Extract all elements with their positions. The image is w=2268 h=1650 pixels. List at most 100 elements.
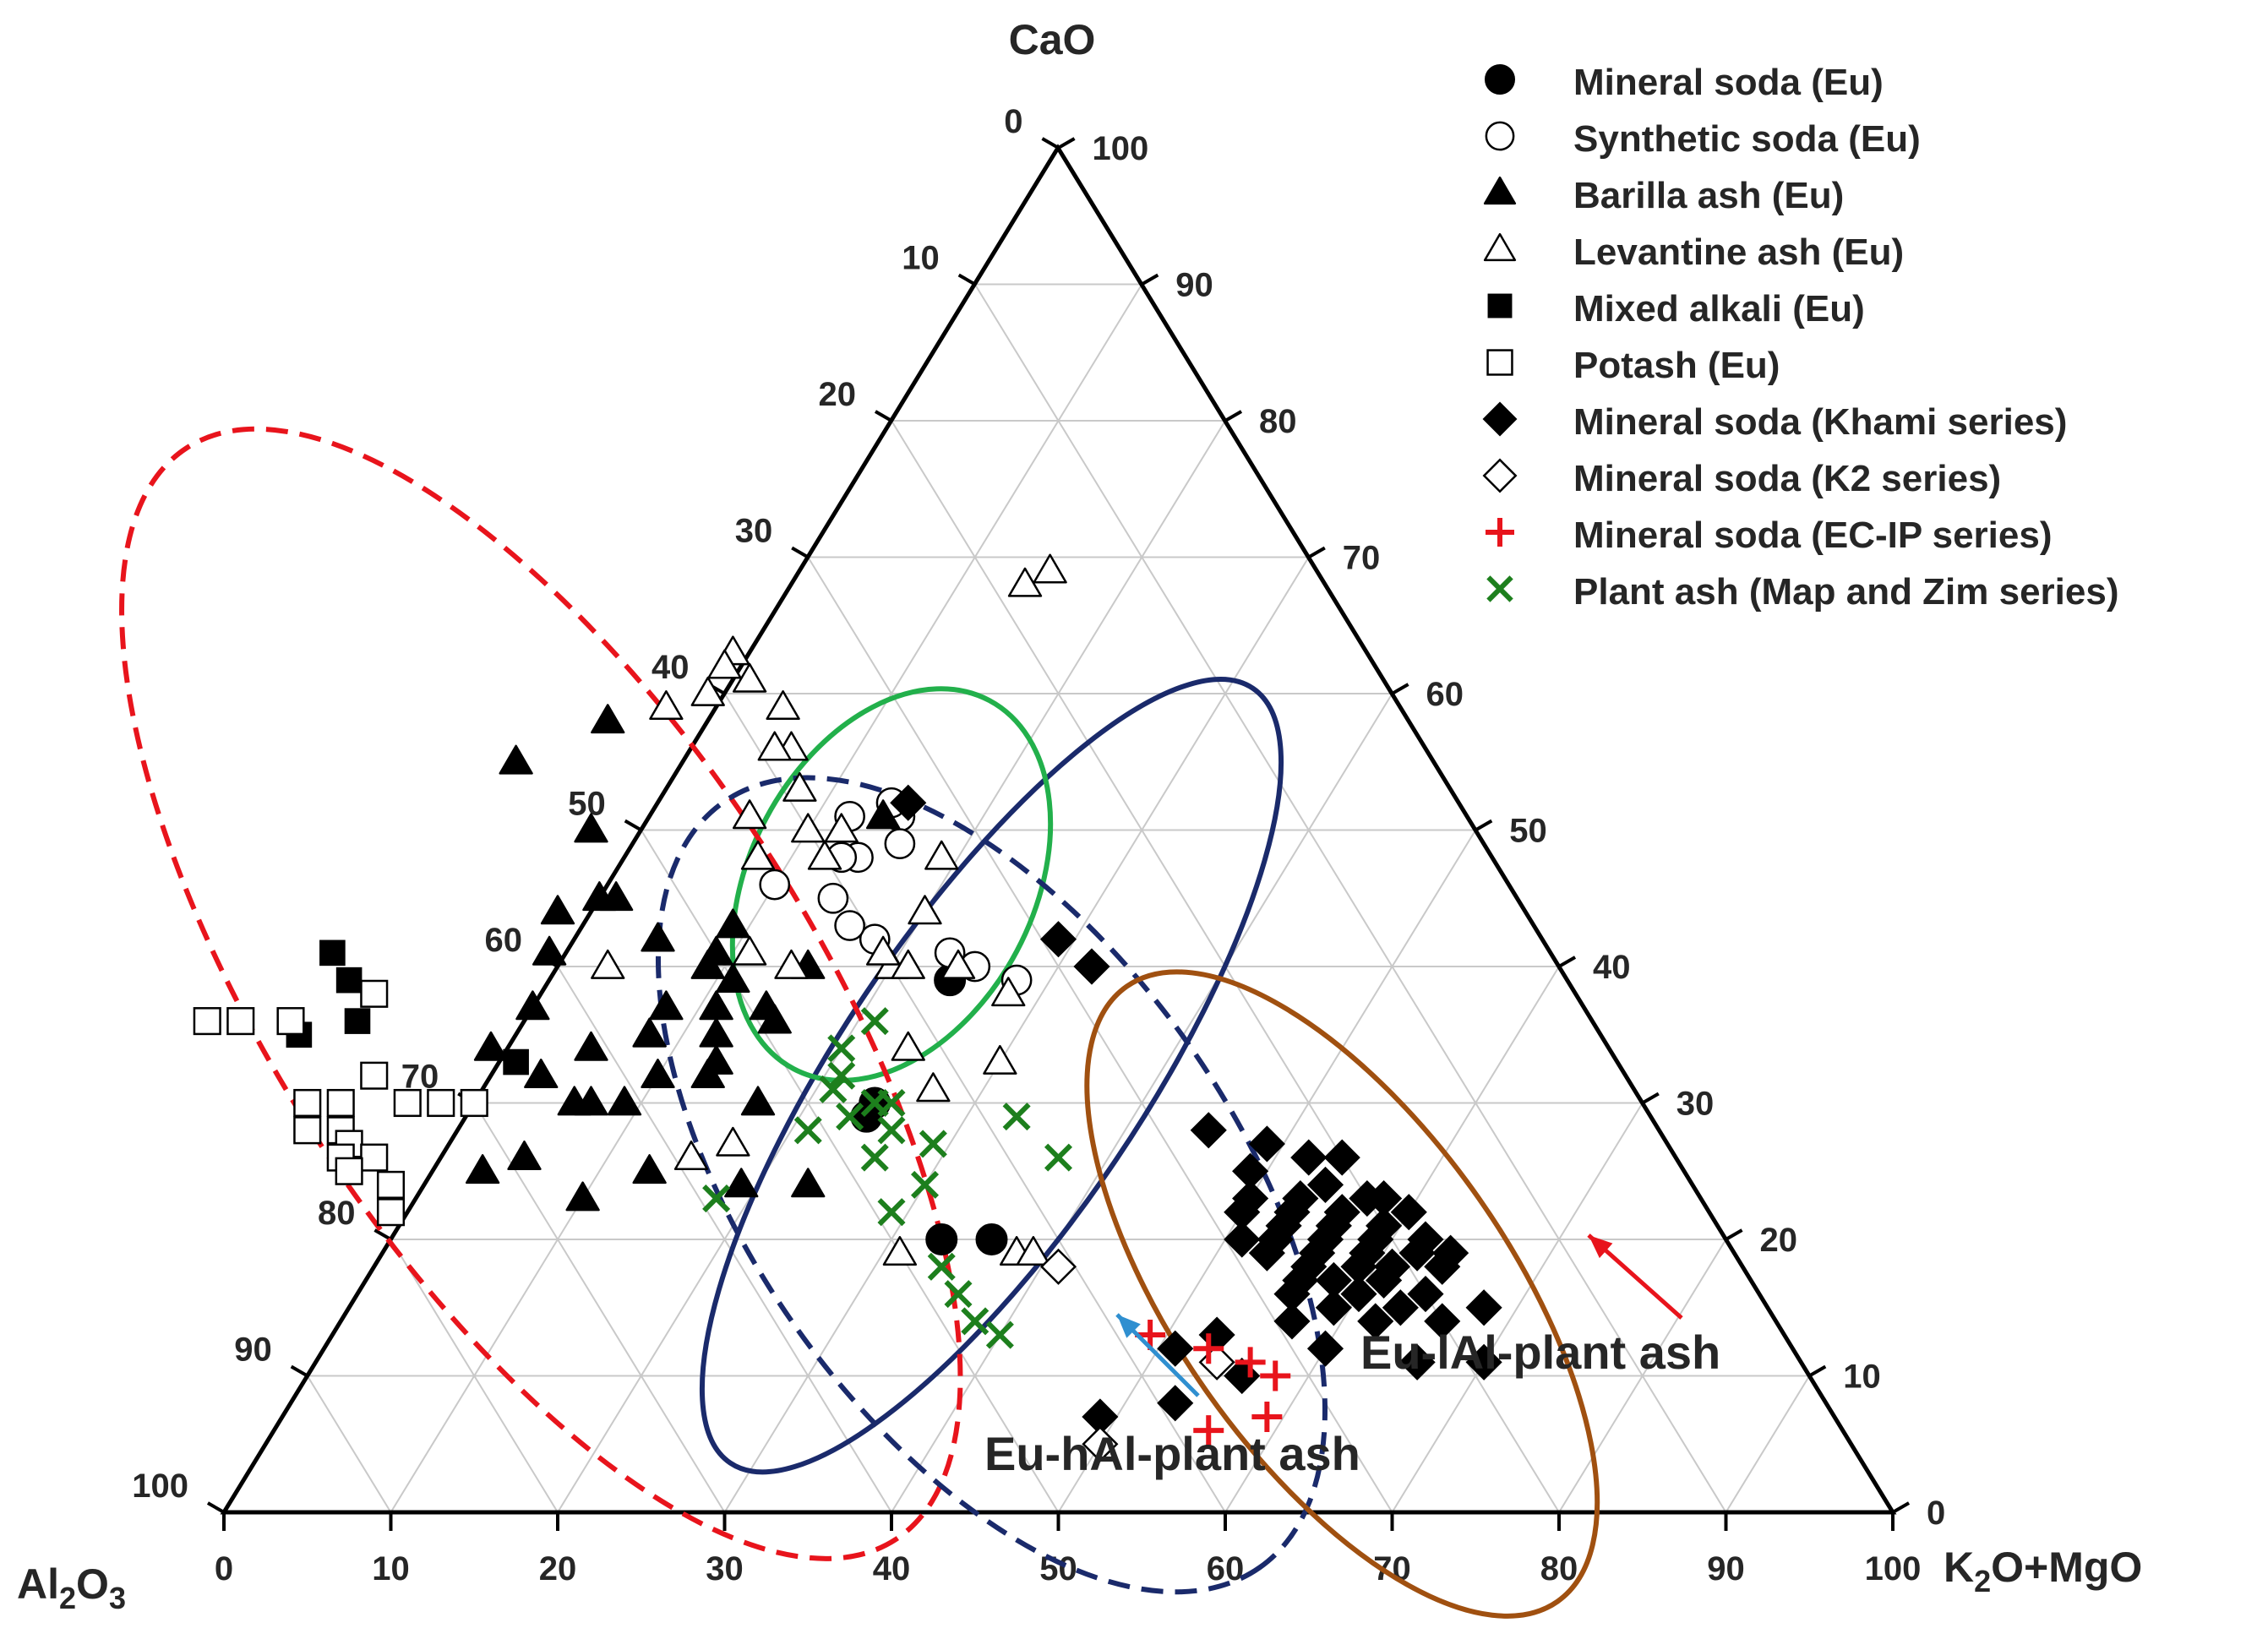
axis-title-al2o3-mid: O xyxy=(76,1560,109,1608)
data-point xyxy=(632,1017,667,1048)
data-point xyxy=(293,1088,322,1118)
data-point xyxy=(335,967,363,994)
data-point xyxy=(1044,1143,1073,1172)
data-point xyxy=(757,731,792,761)
data-point xyxy=(1398,1234,1436,1272)
data-point xyxy=(591,704,625,734)
tick-label-bottom: 100 xyxy=(1865,1550,1922,1587)
tick-right xyxy=(1224,410,1243,422)
tick-right xyxy=(1725,1228,1743,1241)
data-point xyxy=(1349,1179,1386,1217)
legend-marker xyxy=(1485,64,1515,95)
tick-left xyxy=(206,1501,226,1514)
series-plus xyxy=(1135,1320,1291,1446)
data-point xyxy=(1398,1343,1436,1380)
tick-label-right: 70 xyxy=(1343,540,1381,577)
axis-title-al2o3-sub1: 2 xyxy=(59,1581,76,1615)
data-point xyxy=(944,1280,973,1309)
data-point xyxy=(690,676,725,706)
legend-marker xyxy=(1483,232,1517,262)
tick-left xyxy=(373,1228,392,1241)
legend: Mineral soda (Eu)Synthetic soda (Eu)Bari… xyxy=(1482,62,2119,613)
data-point xyxy=(1315,1289,1352,1326)
group-ellipse-4 xyxy=(655,775,1328,1595)
data-point xyxy=(1033,553,1067,584)
tick-label-left: 40 xyxy=(652,649,690,686)
data-point xyxy=(1382,1289,1419,1326)
data-point xyxy=(1082,1425,1119,1462)
data-point xyxy=(819,1075,848,1103)
data-point xyxy=(924,840,959,870)
data-point xyxy=(975,1223,1008,1255)
tick-label-right: 30 xyxy=(1676,1086,1715,1123)
legend-marker xyxy=(1483,176,1517,205)
tick-label-left: 50 xyxy=(568,786,606,823)
tick-right xyxy=(1808,1364,1827,1378)
data-point xyxy=(757,1004,792,1034)
grid-line xyxy=(557,966,892,1513)
tick-right xyxy=(1891,1501,1911,1514)
legend-label: Plant ash (Map and Zim series) xyxy=(1573,571,2119,613)
data-point xyxy=(824,813,859,843)
data-point xyxy=(1039,1248,1077,1285)
data-point xyxy=(1193,1333,1224,1364)
data-point xyxy=(1465,1289,1502,1326)
data-point xyxy=(673,1140,709,1170)
data-point xyxy=(699,990,733,1021)
data-point xyxy=(884,828,916,860)
axis-title-al2o3: Al2O3 xyxy=(17,1560,126,1615)
data-point xyxy=(740,840,776,870)
legend-label: Mineral soda (Khami series) xyxy=(1573,401,2067,443)
data-point xyxy=(793,1116,822,1145)
data-point xyxy=(882,1236,918,1266)
data-point xyxy=(1340,1276,1377,1313)
data-point xyxy=(276,1007,305,1036)
tick-label-bottom: 40 xyxy=(873,1550,911,1587)
data-point xyxy=(690,1059,725,1089)
tick-label-left: 20 xyxy=(819,376,857,413)
data-point xyxy=(1190,1112,1227,1149)
grid-line xyxy=(973,283,1727,1513)
tick-label-right: 90 xyxy=(1175,267,1213,304)
tick-label-right: 40 xyxy=(1593,949,1631,986)
data-point xyxy=(574,1086,608,1116)
data-point xyxy=(860,1088,889,1118)
data-point xyxy=(927,1252,956,1281)
data-point xyxy=(890,784,927,821)
group-ellipse-2 xyxy=(729,686,1054,1083)
data-point xyxy=(791,1168,826,1198)
tick-label-bottom: 50 xyxy=(1039,1550,1077,1587)
data-point xyxy=(690,949,725,979)
data-point xyxy=(540,895,575,925)
data-point xyxy=(827,1061,856,1090)
data-point xyxy=(193,1007,221,1036)
data-point xyxy=(460,1088,488,1118)
data-point xyxy=(507,1140,542,1170)
data-point xyxy=(1193,1415,1224,1446)
data-point xyxy=(1390,1194,1427,1231)
legend-label: Mineral soda (K2 series) xyxy=(1573,458,2001,499)
data-point xyxy=(641,1059,675,1089)
axis-title-al2o3-sub2: 3 xyxy=(109,1581,126,1615)
tick-label-bottom: 60 xyxy=(1207,1550,1245,1587)
data-point xyxy=(1251,1401,1283,1432)
data-point xyxy=(759,869,791,901)
data-point xyxy=(766,690,800,721)
arrow-eu-hal-head xyxy=(1117,1315,1141,1338)
data-point xyxy=(865,799,901,830)
tick-right xyxy=(1475,819,1493,832)
tick-label-right: 100 xyxy=(1093,130,1149,167)
legend-marker xyxy=(1486,349,1513,376)
data-point xyxy=(908,895,942,925)
legend-marker xyxy=(1482,401,1518,437)
tick-label-right: 50 xyxy=(1509,813,1547,850)
data-point xyxy=(360,979,389,1008)
data-point xyxy=(782,771,817,802)
tick-label-left: 60 xyxy=(485,922,523,959)
data-point xyxy=(465,1154,500,1184)
tick-label-bottom: 0 xyxy=(215,1550,233,1587)
data-point xyxy=(877,1116,906,1145)
tick-label-right: 60 xyxy=(1426,676,1464,713)
data-point xyxy=(1002,1103,1031,1131)
